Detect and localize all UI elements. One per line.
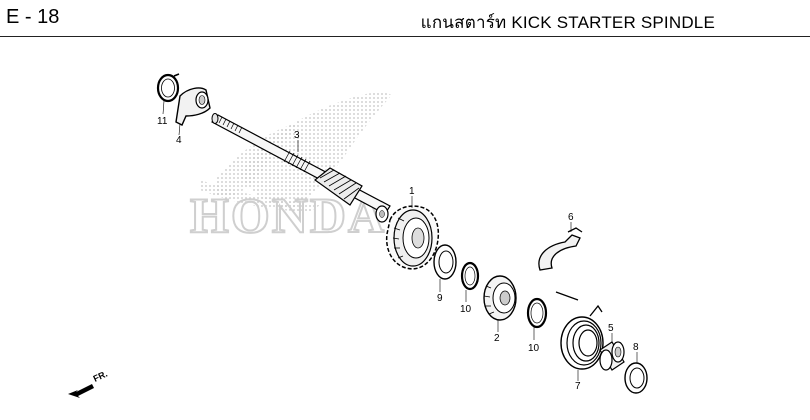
part-3-kick-starter-spindle bbox=[211, 113, 391, 223]
callout-8: 8 bbox=[633, 342, 639, 353]
header-divider bbox=[0, 36, 810, 37]
part-6-guide-spring bbox=[538, 227, 583, 271]
page-code: E - 18 bbox=[6, 6, 60, 28]
callout-5: 5 bbox=[608, 323, 614, 334]
callout-10-lower: 10 bbox=[528, 343, 540, 354]
part-11-circlip bbox=[156, 73, 180, 103]
part-5-spring-collar bbox=[599, 341, 625, 371]
part-8-washer bbox=[624, 362, 648, 394]
callout-4: 4 bbox=[176, 135, 182, 146]
part-9-washer bbox=[433, 244, 457, 280]
honda-wing-watermark: HONDA bbox=[189, 92, 392, 244]
part-4-spindle-cam bbox=[175, 87, 211, 126]
callout-10-upper: 10 bbox=[460, 304, 472, 315]
part-10-circlip-lower bbox=[526, 297, 548, 329]
page-title: แกนสตาร์ท KICK STARTER SPINDLE bbox=[420, 13, 715, 32]
front-arrow-icon bbox=[68, 384, 94, 398]
front-direction-indicator: FR. bbox=[68, 369, 109, 398]
callout-11: 11 bbox=[157, 116, 168, 127]
callout-6: 6 bbox=[568, 212, 574, 223]
callout-9: 9 bbox=[437, 293, 443, 304]
part-7-return-spring bbox=[555, 291, 604, 370]
fr-label: FR. bbox=[92, 369, 109, 384]
part-2-ratchet bbox=[483, 275, 517, 321]
callout-1: 1 bbox=[409, 186, 415, 197]
part-10-circlip-upper bbox=[460, 261, 480, 291]
callout-3: 3 bbox=[294, 130, 300, 141]
callout-2: 2 bbox=[494, 333, 500, 344]
callout-7: 7 bbox=[575, 381, 581, 392]
part-1-kick-starter-gear bbox=[385, 205, 440, 270]
